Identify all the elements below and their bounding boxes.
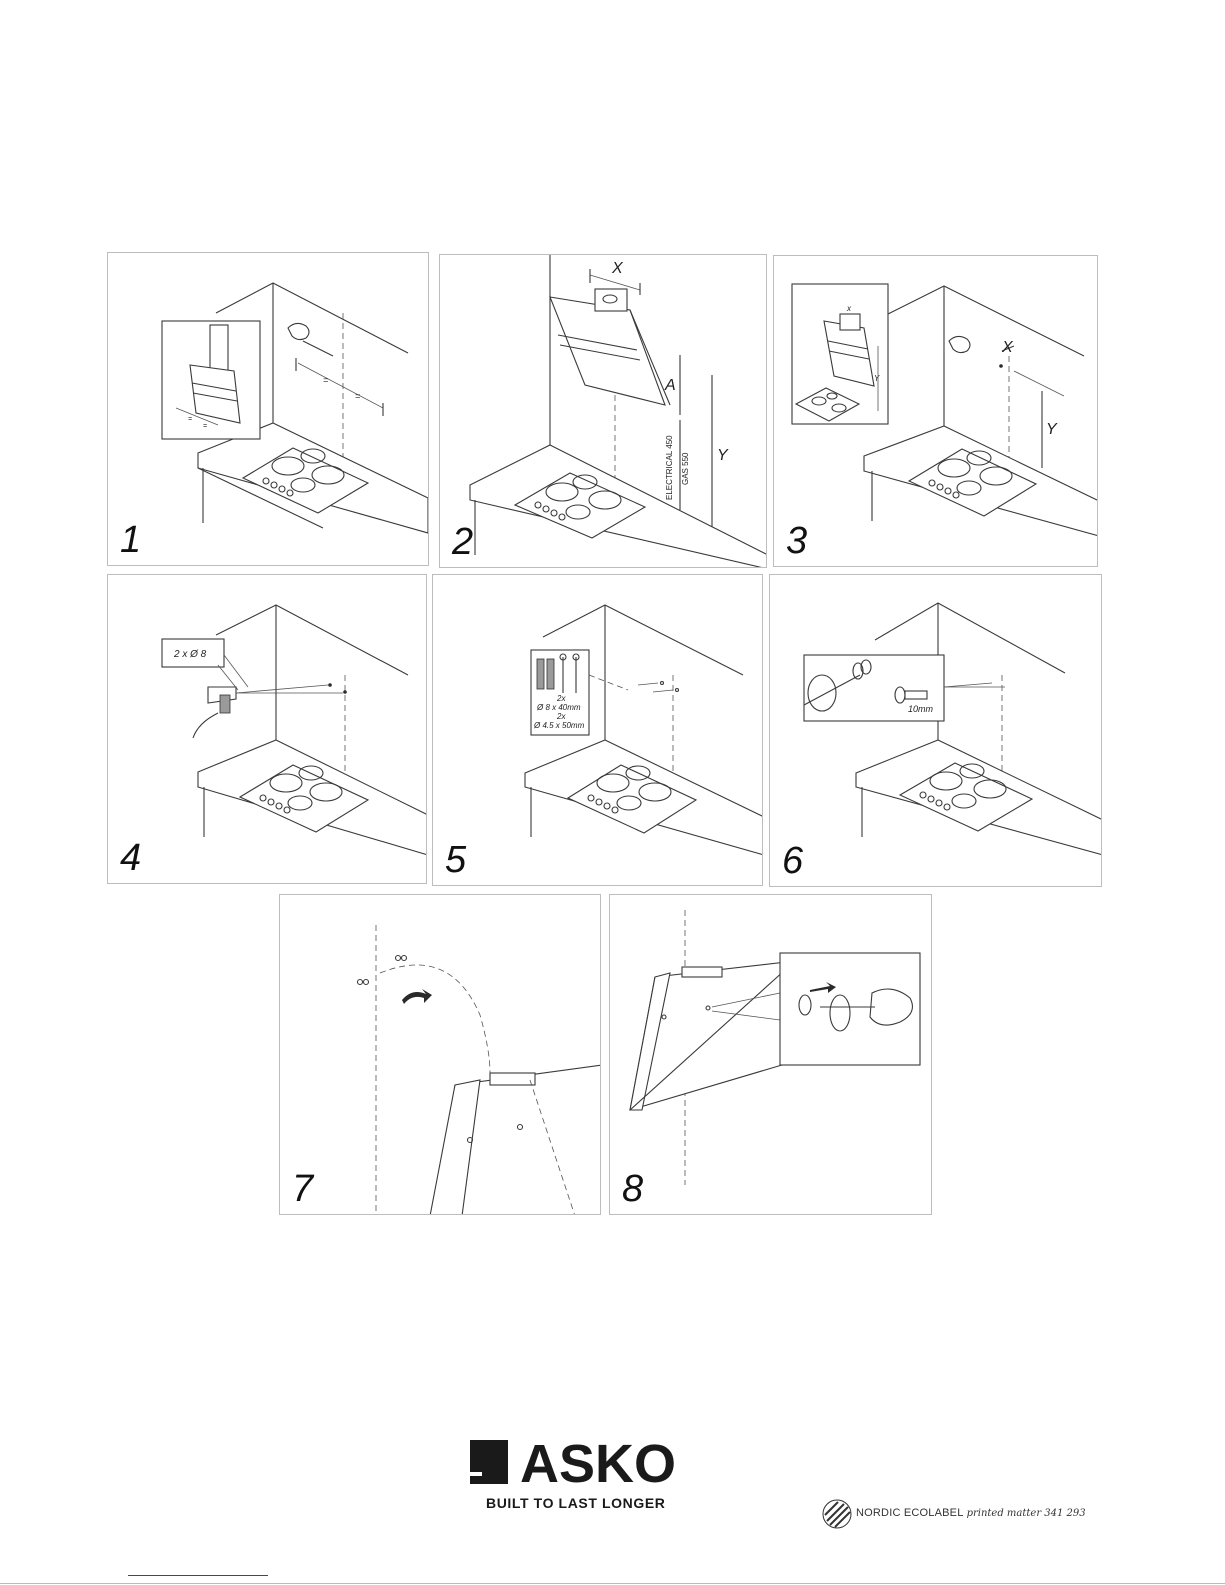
- step-2-panel: X A Y ELECTRICAL 450 GAS 550 2: [439, 254, 767, 568]
- step-5-panel: 2x Ø 8 x 40mm 2x Ø 4.5 x 50mm 5: [432, 574, 763, 886]
- step-number: 6: [782, 842, 803, 880]
- step-3-panel: X Y x Y 3: [773, 255, 1098, 567]
- step-6-illustration: 10mm: [770, 575, 1102, 887]
- screw-qty: 2x: [556, 712, 566, 721]
- dim-x-label: X: [611, 260, 624, 277]
- svg-text:=: =: [188, 416, 192, 423]
- ecolabel-sub: printed matter 341 293: [967, 1508, 1086, 1519]
- drill-callout-text: 2 x Ø 8: [173, 649, 207, 660]
- step-2-illustration: X A Y ELECTRICAL 450 GAS 550: [440, 255, 767, 568]
- gap-label: 10mm: [908, 704, 934, 714]
- step-6-panel: 10mm 6: [769, 574, 1102, 887]
- brand-name: ASKO: [520, 1436, 676, 1494]
- inset-y-label: Y: [874, 374, 880, 383]
- footer-link-underline[interactable]: [128, 1575, 268, 1576]
- asko-mark-icon: ASKO BUILT TO LAST LONGER: [470, 1436, 710, 1516]
- step-3-illustration: X Y x Y: [774, 256, 1098, 567]
- step-number: 2: [452, 523, 473, 561]
- anchor-spec: Ø 8 x 40mm: [536, 703, 581, 712]
- anchor-qty: 2x: [556, 694, 566, 703]
- step-7-illustration: [280, 895, 601, 1215]
- svg-text:=: =: [355, 391, 360, 401]
- step-number: 3: [786, 522, 807, 560]
- step-1-illustration: = = = =: [108, 253, 429, 566]
- dim-y-label: Y: [717, 447, 729, 464]
- step-number: 8: [622, 1170, 643, 1208]
- screw-spec: Ø 4.5 x 50mm: [533, 721, 585, 730]
- step-4-panel: 2 x Ø 8 4: [107, 574, 427, 884]
- dim-a-label: A: [664, 377, 676, 394]
- dim-electrical-label: ELECTRICAL 450: [665, 435, 674, 500]
- dim-gas-label: GAS 550: [681, 452, 690, 485]
- ecolabel-name: NORDIC ECOLABEL: [856, 1507, 964, 1519]
- footer-divider: [0, 1583, 1225, 1584]
- step-5-illustration: 2x Ø 8 x 40mm 2x Ø 4.5 x 50mm: [433, 575, 763, 886]
- step-4-illustration: 2 x Ø 8: [108, 575, 427, 884]
- swan-ecolabel-icon: [822, 1499, 852, 1529]
- step-number: 4: [120, 839, 141, 877]
- dim-x-label: X: [1001, 339, 1014, 356]
- step-1-panel: = = = = 1: [107, 252, 429, 566]
- step-7-panel: 7: [279, 894, 601, 1215]
- nordic-ecolabel: NORDIC ECOLABEL printed matter 341 293: [822, 1499, 1122, 1531]
- brand-tagline: BUILT TO LAST LONGER: [486, 1495, 665, 1511]
- step-number: 5: [445, 841, 466, 879]
- dim-y-label: Y: [1046, 421, 1058, 438]
- step-8-illustration: [610, 895, 932, 1215]
- step-number: 7: [292, 1170, 313, 1208]
- step-number: 1: [120, 521, 141, 559]
- asko-logo: ASKO BUILT TO LAST LONGER: [470, 1436, 710, 1516]
- step-8-panel: 8: [609, 894, 932, 1215]
- svg-text:=: =: [323, 375, 328, 385]
- svg-text:=: =: [203, 423, 207, 430]
